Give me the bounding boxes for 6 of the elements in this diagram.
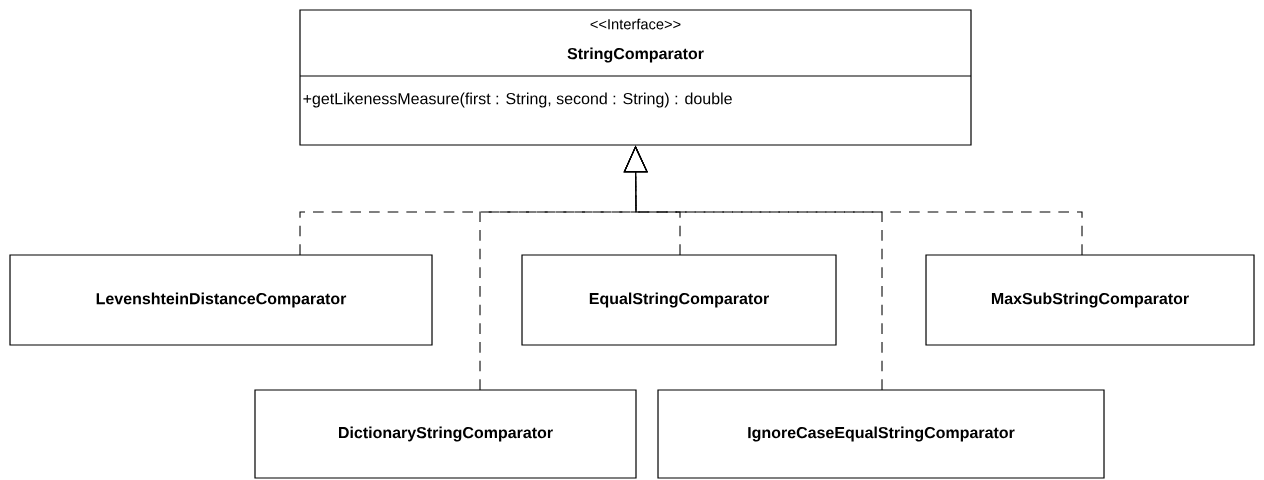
interface-box: <<Interface>> StringComparator +getLikenessMeasure(first : String, second : String) : double bbox=[299, 9, 972, 146]
class-box: LevenshteinDistanceComparator bbox=[9, 254, 433, 346]
class-box: MaxSubStringComparator bbox=[925, 254, 1255, 346]
class-box: DictionaryStringComparator bbox=[254, 389, 637, 479]
class-box: EqualStringComparator bbox=[521, 254, 837, 346]
class-box: IgnoreCaseEqualStringComparator bbox=[657, 389, 1105, 479]
